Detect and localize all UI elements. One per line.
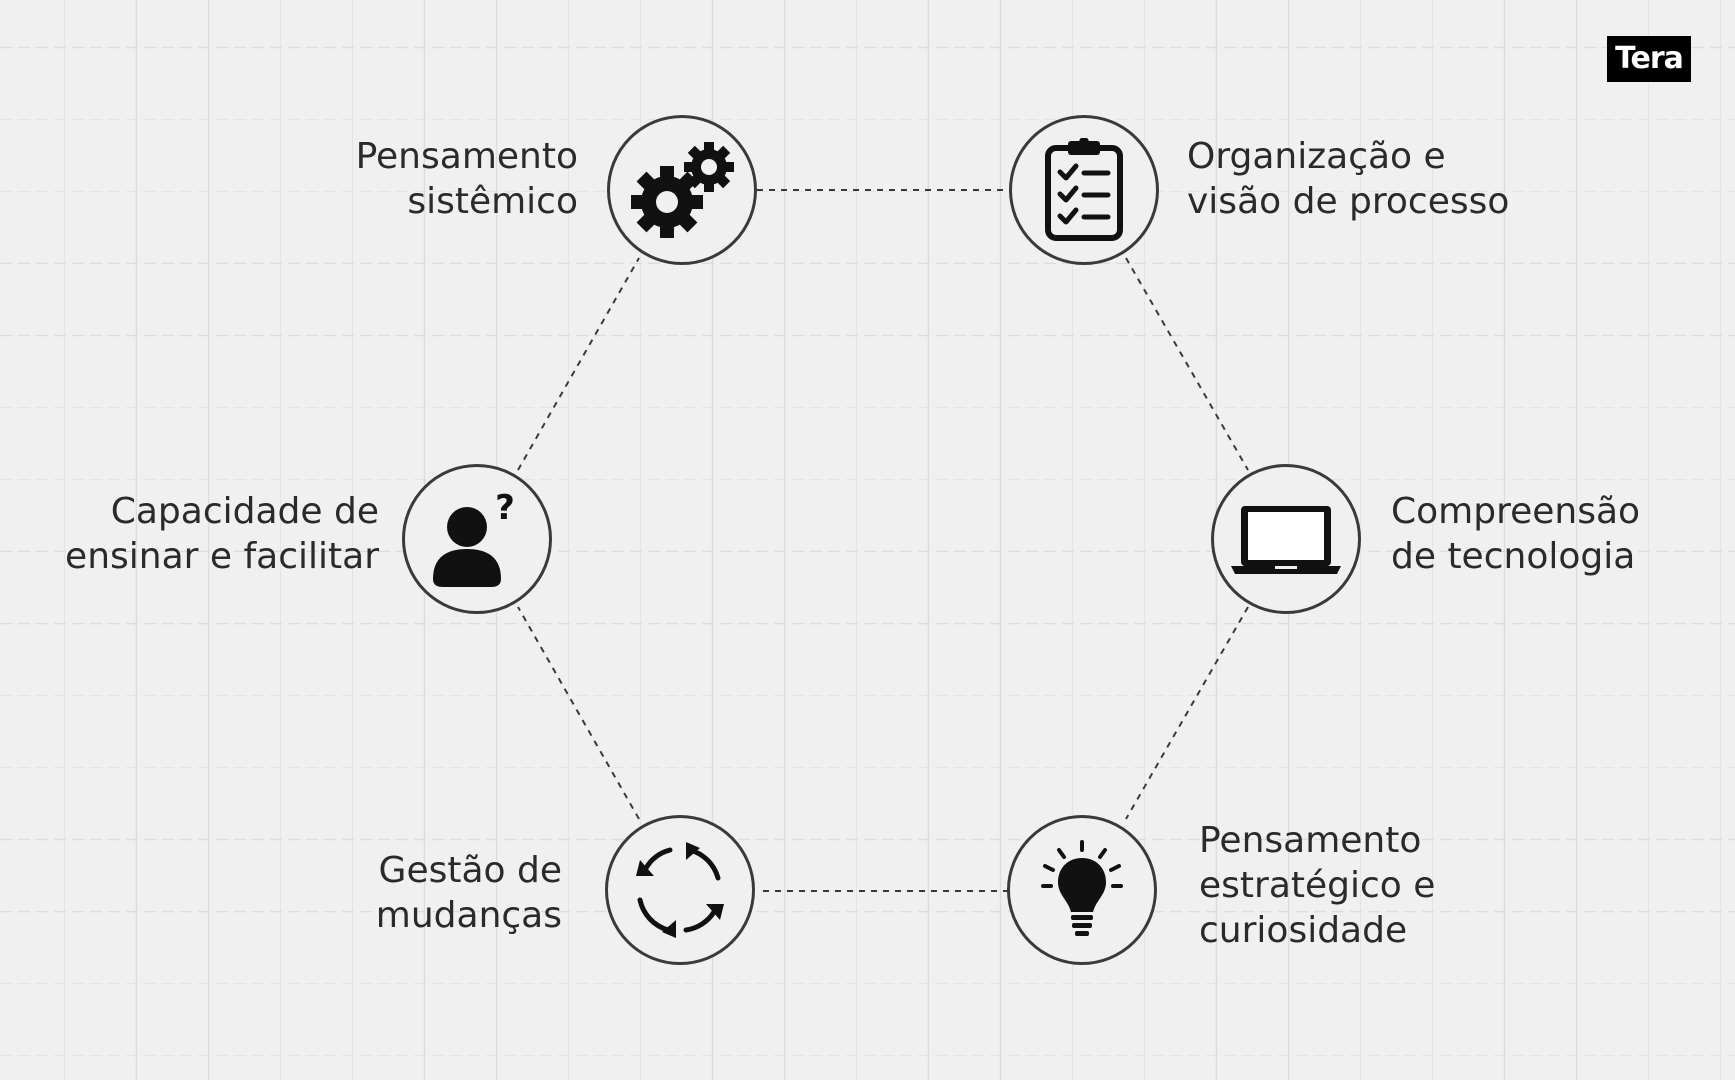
label-line: curiosidade <box>1199 910 1408 951</box>
label-strategic: Pensamento estratégico e curiosidade <box>1199 818 1435 953</box>
label-line: Pensamento <box>355 136 578 177</box>
label-systemic: Pensamento sistêmico <box>356 134 578 224</box>
person-question-icon: ? <box>433 489 515 587</box>
laptop-icon <box>1231 506 1341 574</box>
label-line: Gestão de <box>378 850 562 891</box>
node-organization <box>1009 115 1159 265</box>
connector-technology-strategic <box>1125 606 1249 820</box>
label-line: sistêmico <box>407 181 578 222</box>
label-organization: Organização e visão de processo <box>1187 134 1509 224</box>
lightbulb-icon <box>1041 840 1123 936</box>
label-line: mudanças <box>375 895 562 936</box>
question-mark: ? <box>495 489 515 528</box>
node-teaching: ? <box>402 464 552 614</box>
label-line: visão de processo <box>1187 181 1510 222</box>
label-change: Gestão de mudanças <box>376 848 562 938</box>
label-teaching: Capacidade de ensinar e facilitar <box>65 489 379 579</box>
cycle-arrows-icon <box>636 842 724 938</box>
node-technology <box>1211 464 1361 614</box>
label-line: estratégico e <box>1199 865 1436 906</box>
label-line: ensinar e facilitar <box>65 536 379 577</box>
label-technology: Compreensão de tecnologia <box>1391 489 1640 579</box>
label-line: Pensamento <box>1199 820 1422 861</box>
node-systemic <box>607 115 757 265</box>
label-line: Organização e <box>1187 136 1446 177</box>
gears-icon <box>631 142 734 238</box>
label-line: Compreensão <box>1391 491 1641 532</box>
label-line: de tecnologia <box>1391 536 1636 577</box>
connector-organization-technology <box>1125 257 1249 471</box>
label-line: Capacidade de <box>110 491 379 532</box>
node-change <box>605 815 755 965</box>
connector-change-teaching <box>517 606 640 820</box>
node-strategic <box>1007 815 1157 965</box>
clipboard-checklist-icon <box>1045 138 1123 241</box>
connector-teaching-systemic <box>517 257 640 471</box>
tera-logo: Tera <box>1607 36 1691 82</box>
